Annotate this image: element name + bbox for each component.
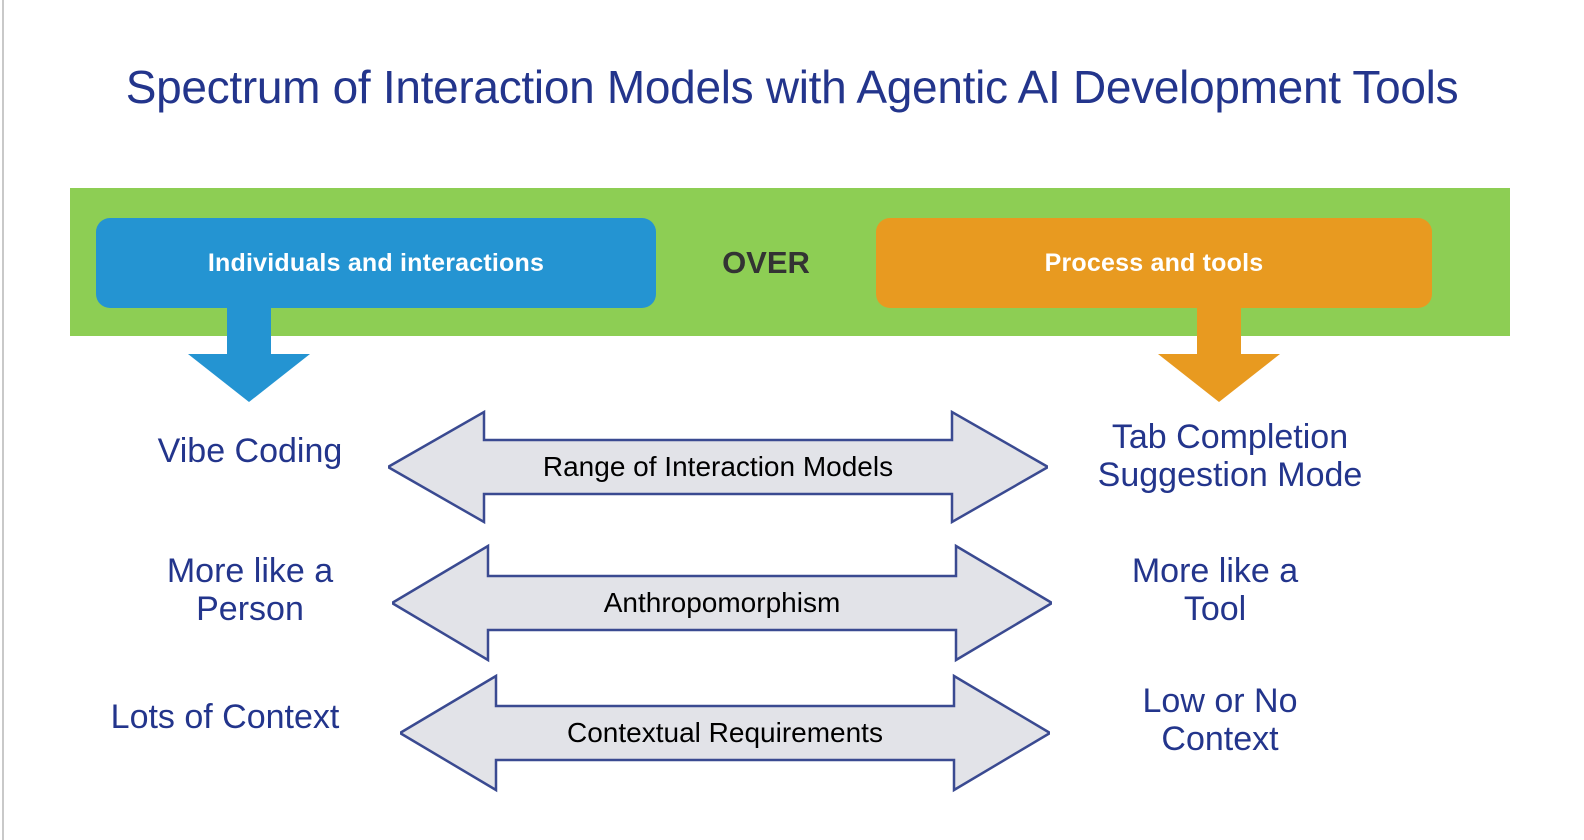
left-edge-rule <box>2 0 4 840</box>
spectrum-left-label: Vibe Coding <box>157 432 343 470</box>
pill-process-and-tools[interactable]: Process and tools <box>876 218 1432 308</box>
spectrum-row: Lots of Context Contextual Requirements … <box>0 672 1584 794</box>
spectrum-right-label: Tab Completion Suggestion Mode <box>1097 418 1363 494</box>
page-title: Spectrum of Interaction Models with Agen… <box>125 61 1459 113</box>
spectrum-row: Vibe Coding Range of Interaction Models … <box>0 408 1584 526</box>
double-arrow-icon: Range of Interaction Models <box>388 408 1048 526</box>
spectrum-left-label: Lots of Context <box>110 698 340 736</box>
arrow-head <box>1158 354 1280 402</box>
double-arrow-shape <box>400 673 1050 793</box>
arrow-head <box>188 354 310 402</box>
spectrum-right-label: More like a Tool <box>1131 552 1299 628</box>
double-arrow-shape <box>388 409 1048 525</box>
double-arrow-shape <box>392 543 1052 663</box>
spectrum-row: More like a Person Anthropomorphism More… <box>0 542 1584 664</box>
double-arrow-icon: Contextual Requirements <box>400 672 1050 794</box>
over-label: OVER <box>722 245 810 280</box>
pill-individuals-and-interactions[interactable]: Individuals and interactions <box>96 218 656 308</box>
spectrum-left-label: More like a Person <box>166 552 334 628</box>
double-arrow-icon: Anthropomorphism <box>392 542 1052 664</box>
spectrum-right-label: Low or No Context <box>1142 682 1298 758</box>
